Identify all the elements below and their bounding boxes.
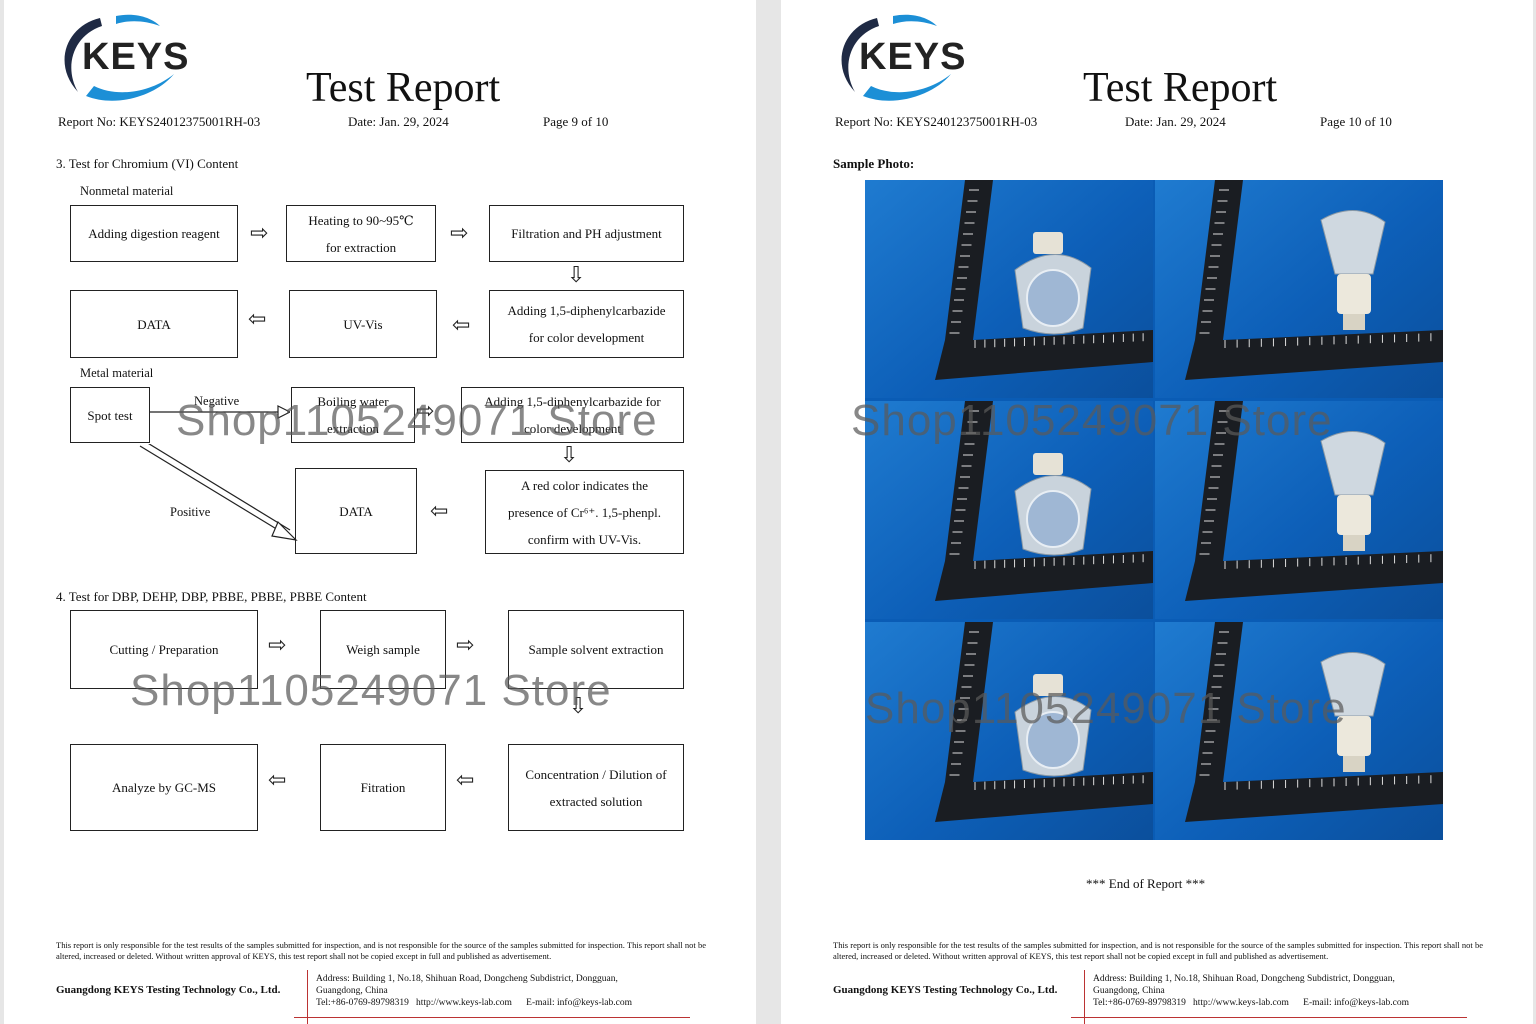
lamp-base — [1337, 716, 1371, 756]
lamp-base — [1337, 495, 1371, 535]
step-analyze-gcms: Analyze by GC-MS — [70, 744, 258, 831]
page-number: Page 10 of 10 — [1320, 114, 1392, 129]
lamp-photo-illustration — [1185, 401, 1443, 601]
lamp-glass — [1026, 711, 1080, 769]
lamp-glass — [1026, 490, 1080, 548]
report-date: Date: Jan. 29, 2024 — [1125, 114, 1226, 129]
sample-photo — [865, 401, 1153, 619]
lamp-base — [1033, 674, 1063, 696]
step-data-metal: DATA — [295, 468, 417, 554]
positive-label: Positive — [170, 505, 211, 519]
report-page-10: KEYS Test Report Report No: KEYS24012375… — [781, 0, 1533, 1024]
arrow-down-icon: ⇩ — [567, 263, 586, 288]
sample-photo — [1155, 401, 1443, 619]
lamp-base — [1337, 274, 1371, 314]
step-filtration: Fitration — [320, 744, 446, 831]
step-cutting-preparation: Cutting / Preparation — [70, 610, 258, 689]
arrow-left-icon: ⇦ — [248, 307, 267, 332]
section-3-title: 3. Test for Chromium (VI) Content — [56, 156, 239, 171]
lamp-photo-illustration — [1185, 180, 1443, 380]
arrow-left-icon: ⇦ — [268, 768, 287, 793]
end-of-report: *** End of Report *** — [1086, 876, 1206, 891]
report-number: Report No: KEYS24012375001RH-03 — [58, 114, 261, 129]
step-adding-digestion-reagent: Adding digestion reagent — [70, 205, 238, 262]
arrow-right-icon: ⇨ — [450, 221, 469, 246]
report-date: Date: Jan. 29, 2024 — [348, 114, 449, 129]
ruler — [1185, 180, 1443, 380]
lamp-reflector — [1320, 210, 1386, 275]
lamp-photo-illustration — [935, 401, 1153, 601]
footer-divider — [1084, 970, 1085, 1024]
nonmetal-label: Nonmetal material — [80, 184, 174, 198]
arrow-down-icon: ⇩ — [560, 443, 579, 468]
footer-red-line — [1071, 1017, 1467, 1018]
arrow-left-icon: ⇦ — [456, 768, 475, 793]
lamp-connector — [1343, 314, 1365, 330]
step-solvent-extraction: Sample solvent extraction — [508, 610, 684, 689]
sample-photo-grid — [865, 180, 1443, 840]
section-4-title: 4. Test for DBP, DEHP, DBP, PBBE, PBBE, … — [56, 589, 367, 604]
arrow-right-icon — [150, 405, 290, 419]
negative-label: Negative — [194, 394, 240, 408]
lamp-connector — [1343, 535, 1365, 551]
page-number: Page 9 of 10 — [543, 114, 609, 129]
footer-red-line — [294, 1017, 690, 1018]
arrow-diagonal-icon — [139, 444, 298, 541]
sample-photo — [865, 180, 1153, 398]
company-name: Guangdong KEYS Testing Technology Co., L… — [833, 984, 1058, 996]
logo-text: KEYS — [859, 36, 967, 78]
lamp-base — [1033, 453, 1063, 475]
ruler — [1185, 401, 1443, 601]
logo-text: KEYS — [82, 36, 190, 78]
arrow-right-icon: ⇨ — [268, 633, 287, 658]
report-page-9: KEYS Test Report Report No: KEYS24012375… — [4, 0, 756, 1024]
lamp-base — [1033, 232, 1063, 254]
step-filtration-ph: Filtration and PH adjustment — [489, 205, 684, 262]
sample-photo — [1155, 180, 1443, 398]
lamp-reflector — [1320, 652, 1386, 717]
footer-address: Address: Building 1, No.18, Shihuan Road… — [316, 974, 632, 1008]
arrow-right-icon: ⇨ — [250, 221, 269, 246]
keys-logo: KEYS — [833, 12, 975, 104]
step-spot-test: Spot test — [70, 387, 150, 443]
lamp-connector — [1343, 756, 1365, 772]
disclaimer: This report is only responsible for the … — [833, 940, 1483, 961]
report-title: Test Report — [306, 65, 501, 111]
arrow-down-icon: ⇩ — [569, 694, 588, 719]
arrow-left-icon: ⇦ — [452, 313, 471, 338]
lamp-photo-illustration — [1185, 622, 1443, 822]
keys-logo: KEYS — [56, 12, 198, 104]
arrow-left-icon: ⇦ — [430, 499, 449, 524]
sample-photo-label: Sample Photo: — [833, 156, 915, 171]
lamp-photo-illustration — [935, 180, 1153, 380]
report-title: Test Report — [1083, 65, 1278, 111]
lamp-photo-illustration — [935, 622, 1153, 822]
report-number: Report No: KEYS24012375001RH-03 — [835, 114, 1038, 129]
sample-photo — [1155, 622, 1443, 840]
footer-address: Address: Building 1, No.18, Shihuan Road… — [1093, 974, 1409, 1008]
metal-label: Metal material — [80, 366, 154, 380]
arrow-right-icon: ⇨ — [456, 633, 475, 658]
step-data: DATA — [70, 290, 238, 358]
step-uv-vis: UV-Vis — [289, 290, 437, 358]
arrow-right-icon: ⇨ — [416, 399, 435, 424]
step-weigh-sample: Weigh sample — [320, 610, 446, 689]
company-name: Guangdong KEYS Testing Technology Co., L… — [56, 984, 281, 996]
disclaimer: This report is only responsible for the … — [56, 940, 706, 961]
sample-photo — [865, 622, 1153, 840]
lamp-reflector — [1320, 431, 1386, 496]
ruler — [1185, 622, 1443, 822]
lamp-glass — [1026, 269, 1080, 327]
footer-divider — [307, 970, 308, 1024]
